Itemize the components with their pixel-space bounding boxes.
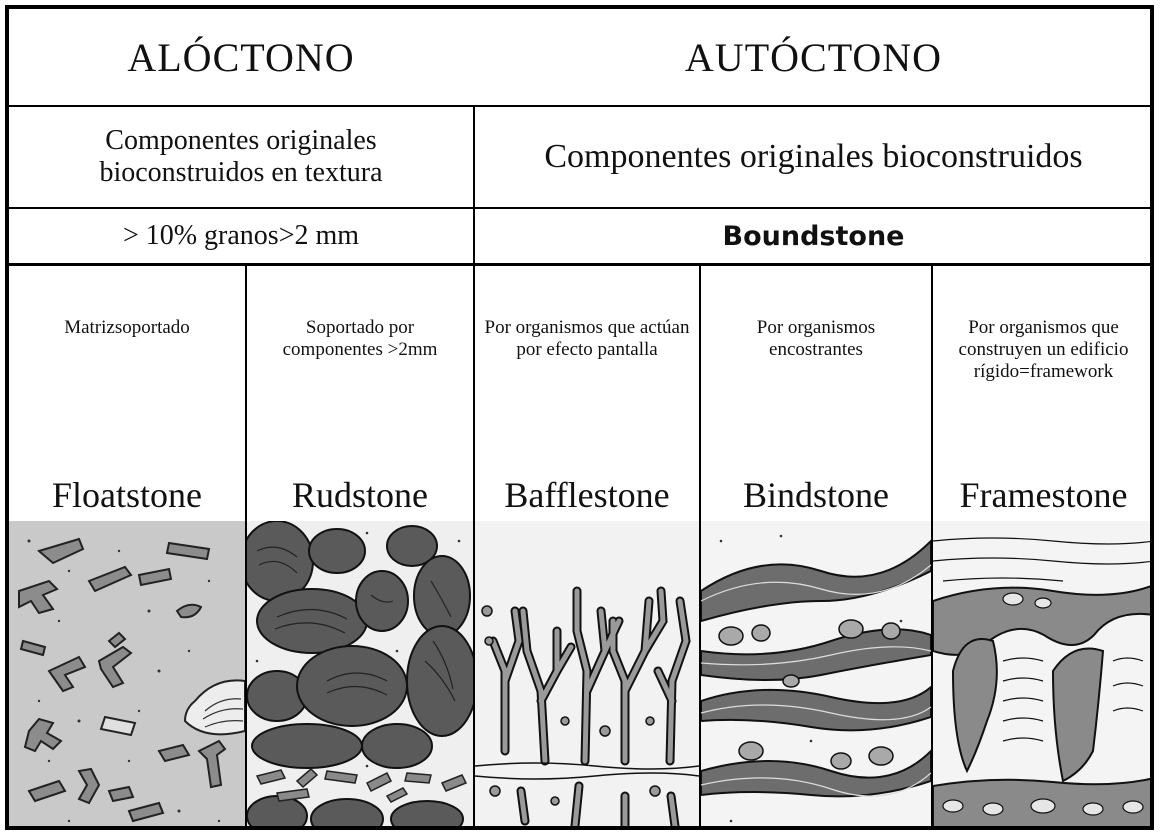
autochthonous-header: AUTÓCTONO: [684, 34, 943, 80]
framestone-name: Framestone: [959, 475, 1128, 515]
rudstone-description: Soportado por componentes >2mm: [282, 317, 438, 360]
allochthonous-grain-criterion: > 10% granos>2 mm: [122, 220, 360, 251]
framestone-description: Por organismos que construyen un edifici…: [958, 317, 1129, 382]
row-divider: [9, 263, 1150, 266]
bafflestone-name: Bafflestone: [504, 475, 670, 515]
row-divider: [9, 207, 1150, 209]
column-divider: [245, 265, 247, 826]
bindstone-texture: [701, 521, 931, 826]
column-divider: [473, 105, 475, 826]
rudstone-name: Rudstone: [291, 475, 428, 515]
floatstone-description: Matrizsoportado: [64, 317, 190, 338]
allochthonous-header: ALÓCTONO: [127, 34, 355, 80]
bafflestone-texture: [475, 521, 699, 826]
column-divider: [931, 265, 933, 826]
framestone-texture: [933, 521, 1150, 826]
floatstone-texture: [9, 521, 245, 826]
bindstone-name: Bindstone: [742, 475, 889, 515]
boundstone-label: Boundstone: [722, 220, 905, 252]
allochthonous-components: Componentes originales bioconstruidos en…: [99, 125, 383, 188]
row-divider: [9, 105, 1150, 107]
carbonate-classification-table: ALÓCTONO AUTÓCTONO Componentes originale…: [5, 5, 1154, 830]
column-divider: [699, 265, 701, 826]
floatstone-name: Floatstone: [52, 475, 202, 515]
bafflestone-description: Por organismos que actúan por efecto pan…: [484, 317, 690, 360]
rudstone-texture: [247, 521, 473, 826]
bindstone-description: Por organismos encostrantes: [756, 317, 876, 360]
autochthonous-components: Componentes originales bioconstruidos: [544, 138, 1083, 175]
